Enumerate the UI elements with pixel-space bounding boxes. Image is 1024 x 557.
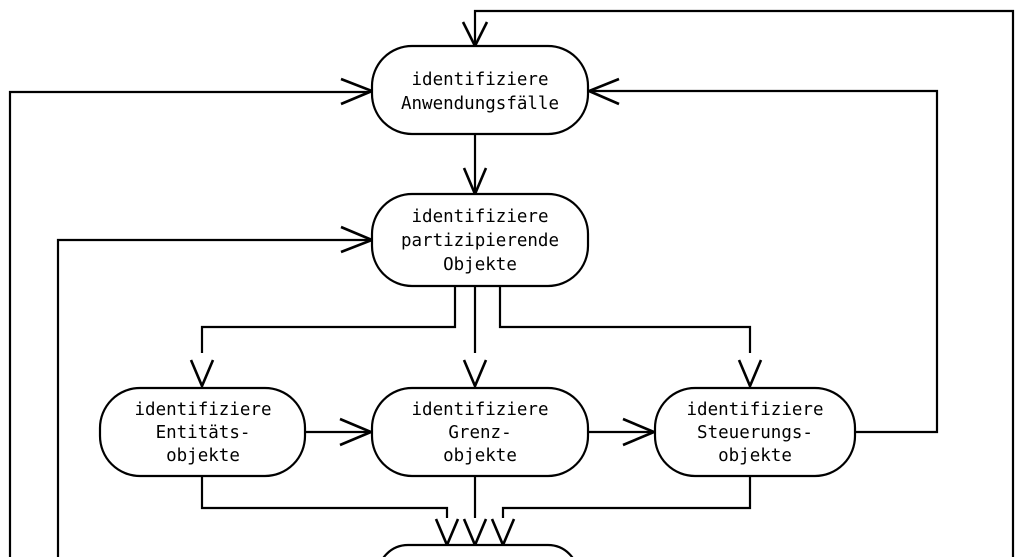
arrowhead-into-entitaets-top xyxy=(189,359,215,390)
node-layer: identifiziere Anwendungsfälle identifizi… xyxy=(98,44,857,557)
edge-left-outer-feedback xyxy=(8,90,370,557)
arrowhead-into-lower-node-right xyxy=(490,518,516,549)
node-partizipierende-objekte-shape xyxy=(370,192,590,288)
node-partizipierende-objekte-line-2: partizipierende xyxy=(401,231,559,251)
edge-steuerungs-to-lower-node xyxy=(501,476,752,518)
node-unterer-knoten-shape xyxy=(382,543,574,557)
node-grenzobjekte-line-2: Grenz- xyxy=(448,423,511,443)
node-grenzobjekte-shape xyxy=(370,386,590,478)
edge-steuerungs-to-anwendungsfaelle xyxy=(592,89,939,434)
node-partizipierende-objekte-line-1: identifiziere xyxy=(412,207,549,227)
edge-layer xyxy=(8,9,1015,557)
node-entitaetsobjekte-line-3: objekte xyxy=(166,446,240,466)
node-anwendungsfaelle-line-1: identifiziere xyxy=(412,70,549,90)
node-steuerungsobjekte-line-1: identifiziere xyxy=(687,400,824,420)
edge-partizipierende-to-entitaets xyxy=(200,286,457,353)
node-partizipierende-objekte[interactable]: identifiziere partizipierende Objekte xyxy=(370,192,590,288)
node-entitaetsobjekte[interactable]: identifiziere Entitäts- objekte xyxy=(98,386,307,478)
node-steuerungsobjekte-line-2: Steuerungs- xyxy=(697,423,813,443)
node-steuerungsobjekte-line-3: objekte xyxy=(718,446,792,466)
node-grenzobjekte-line-1: identifiziere xyxy=(412,400,549,420)
arrowhead-into-lower-node-center xyxy=(462,518,488,549)
edge-entitaets-to-lower-node xyxy=(200,476,449,518)
edge-top-feedback-loop xyxy=(473,9,1015,557)
edge-partizipierende-to-steuerungs xyxy=(498,286,752,353)
node-entitaetsobjekte-shape xyxy=(98,386,307,478)
node-steuerungsobjekte[interactable]: identifiziere Steuerungs- objekte xyxy=(653,386,857,478)
node-unterer-knoten[interactable] xyxy=(378,543,578,557)
node-grenzobjekte-line-3: objekte xyxy=(443,446,517,466)
node-steuerungsobjekte-shape xyxy=(653,386,857,478)
node-entitaetsobjekte-line-1: identifiziere xyxy=(135,400,272,420)
node-anwendungsfaelle-shape xyxy=(370,44,590,136)
arrowhead-into-grenz-top xyxy=(462,359,488,390)
node-grenzobjekte[interactable]: identifiziere Grenz- objekte xyxy=(370,386,590,478)
edge-left-inner-feedback xyxy=(56,238,370,557)
node-anwendungsfaelle[interactable]: identifiziere Anwendungsfälle xyxy=(370,44,590,136)
arrowhead-into-lower-node-left xyxy=(434,518,460,549)
node-entitaetsobjekte-line-2: Entitäts- xyxy=(156,423,251,443)
node-anwendungsfaelle-line-2: Anwendungsfälle xyxy=(401,94,559,114)
arrowhead-into-steuerungs-top xyxy=(737,359,763,390)
node-partizipierende-objekte-line-3: Objekte xyxy=(443,255,517,275)
